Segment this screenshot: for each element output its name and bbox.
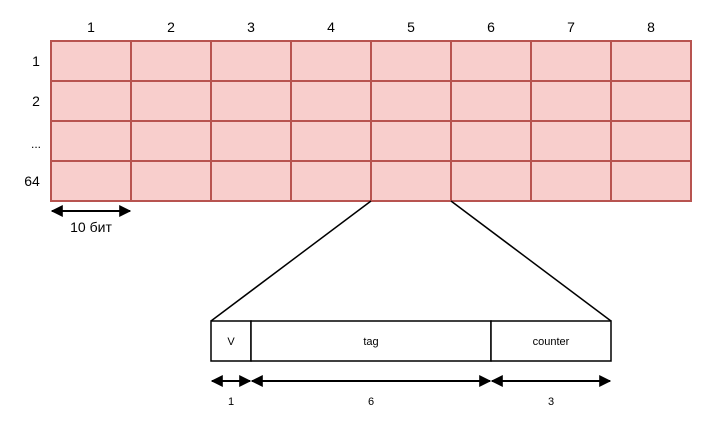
column-header: 3	[247, 19, 255, 35]
row-header: 1	[32, 53, 40, 69]
cache-cell	[610, 40, 692, 82]
cache-cell	[130, 40, 212, 82]
cache-cell	[50, 120, 132, 162]
cache-cell	[130, 120, 212, 162]
cache-cell	[450, 120, 532, 162]
field-tag-size: 6	[368, 396, 374, 408]
column-header: 4	[327, 19, 335, 35]
cache-cell	[210, 160, 292, 202]
row-header: ...	[31, 137, 41, 151]
row-header: 2	[32, 93, 40, 109]
cache-cell	[610, 160, 692, 202]
cache-cell	[130, 160, 212, 202]
cache-cell	[210, 120, 292, 162]
column-header: 2	[167, 19, 175, 35]
column-header: 6	[487, 19, 495, 35]
cache-grid	[50, 40, 692, 202]
cache-cell	[50, 160, 132, 202]
cache-cell	[370, 120, 452, 162]
cache-cell	[450, 40, 532, 82]
field-v-label: V	[227, 336, 235, 348]
cache-cell	[50, 40, 132, 82]
cache-cell	[370, 40, 452, 82]
zoom-line-left	[210, 200, 372, 322]
cache-cell	[530, 120, 612, 162]
cache-cell	[290, 120, 372, 162]
column-headers: 1 2 3 4 5 6 7 8	[87, 19, 655, 35]
cell-width-label: 10 бит	[70, 219, 112, 235]
cache-cell	[50, 80, 132, 122]
row-header: 64	[24, 173, 40, 189]
cache-cell	[210, 80, 292, 122]
cache-cell	[530, 80, 612, 122]
column-header: 7	[567, 19, 575, 35]
field-counter-size: 3	[548, 396, 554, 408]
cache-cell	[530, 160, 612, 202]
cache-cell	[610, 120, 692, 162]
column-header: 8	[647, 19, 655, 35]
cache-cell	[450, 160, 532, 202]
field-counter-box	[490, 320, 612, 362]
cache-cell	[450, 80, 532, 122]
zoom-line-right	[450, 200, 612, 322]
cache-cell	[290, 160, 372, 202]
cache-cell	[370, 160, 452, 202]
cache-cell	[370, 80, 452, 122]
row-headers: 1 2 ... 64	[24, 53, 41, 189]
field-counter-label: counter	[533, 336, 570, 348]
field-size-arrows: 1 6 3	[210, 375, 612, 408]
cache-cell	[290, 40, 372, 82]
entry-structure: V tag counter	[210, 320, 612, 362]
field-tag-box	[250, 320, 492, 362]
column-header: 5	[407, 19, 415, 35]
cache-cell	[530, 40, 612, 82]
cache-cell	[210, 40, 292, 82]
field-v-size: 1	[228, 396, 234, 408]
cache-cell	[290, 80, 372, 122]
field-tag-label: tag	[363, 336, 378, 348]
cache-cell	[130, 80, 212, 122]
column-header: 1	[87, 19, 95, 35]
cache-cell	[610, 80, 692, 122]
